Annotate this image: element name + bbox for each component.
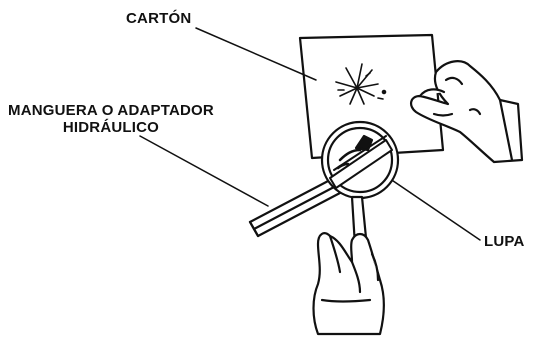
fluid-spray-mark [335,63,387,105]
label-hose-or-hydraulic-adapter: MANGUERA O ADAPTADOR HIDRÁULICO [8,102,214,136]
cardboard-sheet [298,33,445,160]
label-carton: CARTÓN [126,10,192,27]
label-hose-line2: HIDRÁULICO [62,119,160,136]
label-lupa: LUPA [484,233,525,250]
leader-lines [139,27,481,241]
right-hand [410,60,524,164]
magnifying-glass-lens [320,120,400,200]
label-hose-line1: MANGUERA O ADAPTADOR [8,102,214,119]
left-hand [312,232,385,336]
